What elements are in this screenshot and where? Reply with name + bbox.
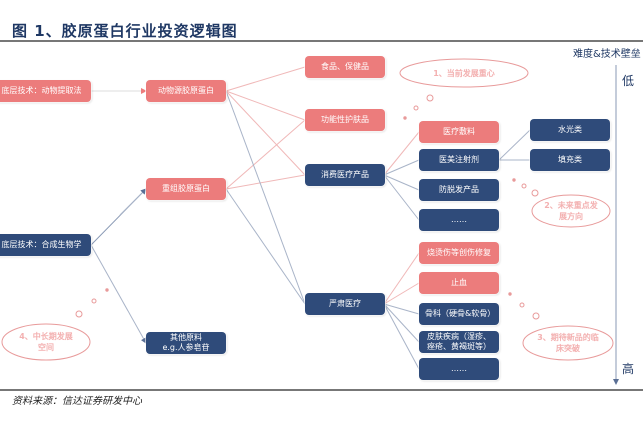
axis-title: 难度&技术壁垒 bbox=[573, 49, 641, 60]
consumer-medical-box: 消费医疗产品 bbox=[305, 164, 385, 186]
cloud-text: 3、期待新品的临床突破 bbox=[537, 333, 599, 353]
figure-title: 图 1、胶原蛋白行业投资逻辑图 bbox=[12, 22, 238, 40]
cloud-text: 1、当前发展重心 bbox=[433, 68, 495, 78]
axis-low-label: 低 bbox=[622, 74, 635, 88]
recombinant-collagen-box: 重组胶原蛋白 bbox=[146, 178, 226, 200]
animal-collagen-box: 动物源胶原蛋白 bbox=[146, 80, 226, 102]
cloud-callout: 4、中长期发展空间 bbox=[0, 322, 92, 362]
other-materials-box: 其他原料 e.g.人参皂苷 bbox=[146, 332, 226, 354]
serious-medical-box: 严肃医疗 bbox=[305, 293, 385, 315]
axis-high-label: 高 bbox=[622, 362, 635, 376]
food-box: 食品、保健品 bbox=[305, 56, 385, 78]
injection-item: 水光类 bbox=[530, 119, 610, 141]
cloud-text: 4、中长期发展空间 bbox=[19, 332, 73, 352]
consumer-item: …… bbox=[419, 209, 499, 231]
cloud-text: 2、未来重点发展方向 bbox=[544, 201, 598, 221]
consumer-item: 医疗敷料 bbox=[419, 121, 499, 143]
consumer-item: 防脱发产品 bbox=[419, 179, 499, 201]
cloud-callout: 3、期待新品的临床突破 bbox=[521, 324, 615, 362]
top-rule bbox=[0, 40, 643, 42]
base-synth-box: 底层技术：合成生物学 bbox=[0, 234, 91, 256]
base-animal-box: 底层技术：动物提取法 bbox=[0, 80, 91, 102]
cloud-callout: 1、当前发展重心 bbox=[396, 56, 532, 90]
serious-item: 止血 bbox=[419, 272, 499, 294]
serious-item: 骨科（硬骨&软骨） bbox=[419, 303, 499, 325]
skincare-box: 功能性护肤品 bbox=[305, 109, 385, 131]
serious-item: 皮肤疾病（湿疹、痤疮、黄褐斑等） bbox=[419, 331, 499, 353]
cloud-callout: 2、未来重点发展方向 bbox=[530, 193, 612, 229]
source-note: 资料来源：信达证券研发中心 bbox=[12, 396, 142, 407]
injection-item: 填充类 bbox=[530, 149, 610, 171]
bottom-rule bbox=[0, 389, 643, 391]
serious-item: …… bbox=[419, 358, 499, 380]
consumer-item: 医美注射剂 bbox=[419, 149, 499, 171]
serious-item: 烧烫伤等创伤修复 bbox=[419, 242, 499, 264]
